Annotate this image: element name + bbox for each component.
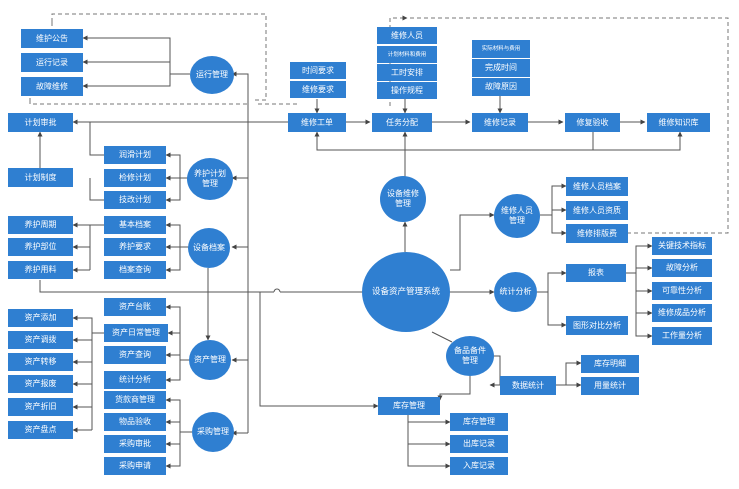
purchase-approval-node[interactable]: 采购审批	[104, 435, 166, 453]
stock-management-node[interactable]: 库存管理	[378, 397, 440, 415]
lubrication-plan-node[interactable]: 润滑计划	[104, 146, 166, 164]
stock-detail-node[interactable]: 库存明细	[581, 355, 639, 373]
asset-stats-node[interactable]: 统计分析	[104, 371, 166, 389]
run-management-node[interactable]: 运行管理	[190, 56, 234, 94]
maintenance-requirement-node[interactable]: 养护要求	[104, 238, 166, 256]
actual-cost-node[interactable]: 实际材料与费用	[472, 40, 530, 58]
basic-archive-node[interactable]: 基本档案	[104, 216, 166, 234]
asset-ledger-node[interactable]: 资产台账	[104, 298, 166, 316]
staff-schedule-node[interactable]: 维修排版费	[566, 224, 628, 243]
workload-analysis-node[interactable]: 工作量分析	[652, 327, 712, 345]
maintenance-cycle-node[interactable]: 养护周期	[8, 216, 73, 234]
repair-record-node[interactable]: 维修记录	[472, 113, 528, 132]
central-system-node[interactable]: 设备资产管理系统	[362, 252, 450, 332]
archive-query-node[interactable]: 档案查询	[104, 261, 166, 279]
operating-procedure-node[interactable]: 操作规程	[377, 82, 437, 99]
supplier-management-node[interactable]: 货款商管理	[104, 391, 166, 409]
asset-query-node[interactable]: 资产查询	[104, 346, 166, 364]
repair-requirement-node[interactable]: 维修要求	[290, 81, 346, 98]
asset-add-node[interactable]: 资产添加	[8, 309, 73, 327]
reliability-analysis-node[interactable]: 可靠性分析	[652, 282, 712, 300]
report-node[interactable]: 报表	[566, 264, 626, 282]
task-assign-node[interactable]: 任务分配	[372, 113, 432, 132]
maintenance-material-node[interactable]: 养护用料	[8, 261, 73, 279]
statistics-node[interactable]: 统计分析	[494, 272, 537, 312]
plan-management-node[interactable]: 养护计划 管理	[187, 158, 233, 200]
purchase-management-node[interactable]: 采购管理	[192, 412, 234, 452]
asset-inventory-node[interactable]: 资产盘点	[8, 421, 73, 439]
plan-system-node[interactable]: 计划制度	[8, 168, 73, 187]
fault-repair-node[interactable]: 故障维修	[21, 77, 83, 96]
run-record-node[interactable]: 运行记录	[21, 53, 83, 72]
purchase-request-node[interactable]: 采购申请	[104, 457, 166, 475]
outbound-record-node[interactable]: 出库记录	[450, 435, 508, 453]
repair-knowledge-node[interactable]: 维修知识库	[647, 113, 710, 132]
staff-archive-node[interactable]: 维修人员档案	[566, 177, 628, 196]
fault-analysis-node[interactable]: 故障分析	[652, 259, 712, 277]
work-order-node[interactable]: 维修工单	[288, 113, 346, 132]
planned-cost-node[interactable]: 计划材料和费用	[377, 46, 437, 63]
plan-approval-node[interactable]: 计划审批	[8, 113, 73, 132]
asset-scrap-node[interactable]: 资产报废	[8, 375, 73, 393]
spare-parts-node[interactable]: 备品备件 管理	[446, 336, 494, 376]
fault-cause-node[interactable]: 故障原因	[472, 78, 530, 96]
asset-transfer-node[interactable]: 资产转移	[8, 353, 73, 371]
work-hours-node[interactable]: 工时安排	[377, 64, 437, 81]
asset-daily-node[interactable]: 资产日常管理	[104, 324, 168, 342]
staff-qualification-node[interactable]: 维修人员资质	[566, 201, 628, 220]
equipment-archive-node[interactable]: 设备档案	[188, 228, 230, 268]
stock-management-item-node[interactable]: 库存管理	[450, 413, 508, 431]
maintenance-part-node[interactable]: 养护部位	[8, 238, 73, 256]
inbound-record-node[interactable]: 入库记录	[450, 457, 508, 475]
asset-depreciation-node[interactable]: 资产折旧	[8, 398, 73, 416]
finish-time-node[interactable]: 完成时间	[472, 59, 530, 77]
key-indicator-node[interactable]: 关键技术指标	[652, 237, 712, 255]
maintenance-notice-node[interactable]: 维护公告	[21, 29, 83, 48]
repair-cost-analysis-node[interactable]: 维修成品分析	[652, 304, 712, 322]
asset-allocate-node[interactable]: 资产调拨	[8, 331, 73, 349]
repair-staff-detail-node[interactable]: 维修人员	[377, 27, 437, 44]
repair-dispatch-node[interactable]: 设备维修 管理	[380, 176, 426, 222]
asset-management-node[interactable]: 资产管理	[189, 340, 231, 380]
retrofit-plan-node[interactable]: 技改计划	[104, 191, 166, 209]
data-stats-node[interactable]: 数据统计	[500, 376, 556, 395]
usage-stats-node[interactable]: 用量统计	[581, 377, 639, 395]
overhaul-plan-node[interactable]: 检修计划	[104, 169, 166, 187]
time-requirement-node[interactable]: 时间要求	[290, 62, 346, 79]
repair-acceptance-node[interactable]: 修复验收	[565, 113, 620, 132]
goods-acceptance-node[interactable]: 物品验收	[104, 413, 166, 431]
staff-management-node[interactable]: 维修人员 管理	[494, 194, 540, 238]
graph-compare-node[interactable]: 图形对比分析	[566, 316, 628, 335]
